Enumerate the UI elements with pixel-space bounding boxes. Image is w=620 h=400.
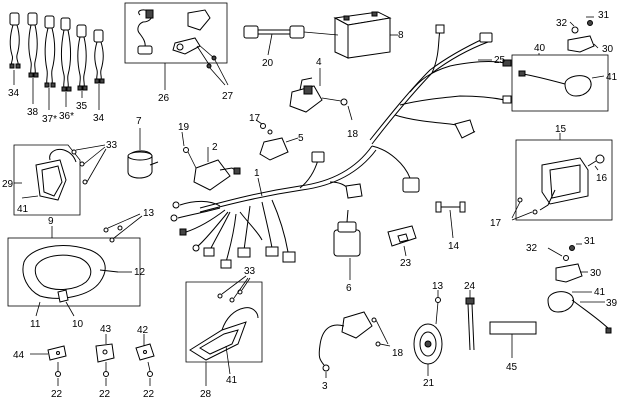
callout-33-left: 33 [106,140,118,151]
callout-23: 23 [400,258,412,269]
battery-8 [303,11,392,59]
callout-16: 16 [596,173,608,184]
turn-signal-right [185,281,263,363]
ignition-coil-3 [318,311,381,372]
callout-22-b: 22 [99,389,111,400]
callout-13-right: 13 [432,281,444,292]
callout-41-left: 41 [17,204,29,215]
callout-36: 36* [59,111,74,122]
callout-24: 24 [464,281,476,292]
callout-31-top: 31 [598,10,610,21]
callout-9: 9 [48,216,54,227]
headlight-9 [7,225,141,307]
rear-light-assembly-bottom [547,245,612,334]
callout-22-c: 22 [143,389,155,400]
callout-34-right: 34 [93,113,105,124]
relay-4 [289,77,348,113]
callout-11: 11 [30,319,41,330]
callout-18-bottom: 18 [392,348,404,359]
bracket-44 [47,345,67,377]
horn-21 [413,297,443,365]
callout-30-bottom: 30 [590,268,602,279]
callout-38: 38 [27,107,39,118]
flasher-relay-7 [127,150,159,179]
callout-10: 10 [72,319,84,330]
callout-19: 19 [178,122,190,133]
callout-12: 12 [134,267,146,278]
callout-42: 42 [137,325,149,336]
callout-41-top: 41 [606,72,618,83]
callout-40: 40 [534,43,546,54]
callout-14: 14 [448,241,460,252]
cable-tie-24 [465,297,475,351]
callout-6: 6 [346,283,352,294]
callout-37: 37* [42,114,57,125]
callout-39: 39 [606,298,618,309]
callout-13-left: 13 [143,208,155,219]
callout-41-bottom-right: 41 [594,287,606,298]
callout-3: 3 [322,381,328,392]
callout-7: 7 [136,116,142,127]
turn-signal-left [13,144,88,216]
callout-35: 35 [76,101,88,112]
callout-27: 27 [222,91,234,102]
callout-17-right: 17 [490,218,502,229]
bracket-42 [135,343,155,377]
bulb-socket-34-left [9,12,21,69]
callout-32-top: 32 [556,18,568,29]
callout-45: 45 [506,362,518,373]
tape-45 [489,321,537,358]
callout-28: 28 [200,389,212,400]
callout-5: 5 [298,133,304,144]
bulb-socket-35 [76,24,88,91]
rear-light-assembly-top [511,20,609,112]
bulb-socket-36 [60,17,72,92]
horn-box-15 [515,139,613,221]
bulb-socket-38 [27,12,39,78]
callout-15: 15 [555,124,567,135]
callout-2: 2 [212,142,218,153]
inline-fuse-14 [435,201,466,213]
callout-26: 26 [158,93,170,104]
rectifier-6 [333,209,361,257]
bracket-43 [95,343,115,377]
callout-29: 29 [2,179,14,190]
callout-8: 8 [398,30,404,41]
callout-18-top: 18 [347,129,359,140]
callout-30-top: 30 [602,44,614,55]
callout-32-bottom: 32 [526,243,538,254]
callout-43: 43 [100,324,112,335]
bulb-socket-34-right [93,29,105,84]
callout-31-bottom: 31 [584,236,596,247]
callout-17-top: 17 [249,113,261,124]
callout-22-a: 22 [51,389,63,400]
callout-25: 25 [494,55,506,66]
callout-33-right: 33 [244,266,256,277]
callout-44: 44 [13,350,25,361]
main-harness-25 [369,24,512,145]
ignition-switch-group [124,2,228,69]
main-harness-1 [170,145,420,269]
callout-4: 4 [316,57,322,68]
bulb-socket-group [9,12,105,92]
callout-34-left: 34 [8,88,20,99]
cable-connector-20 [243,25,305,39]
cdi-unit-5 [259,123,289,161]
callout-1: 1 [254,168,260,179]
bulb-socket-37 [44,15,56,88]
callout-41-right: 41 [226,375,238,386]
connector-clip-23 [387,225,417,247]
regulator-2 [183,147,241,191]
callout-20: 20 [262,58,274,69]
callout-21: 21 [423,378,435,389]
